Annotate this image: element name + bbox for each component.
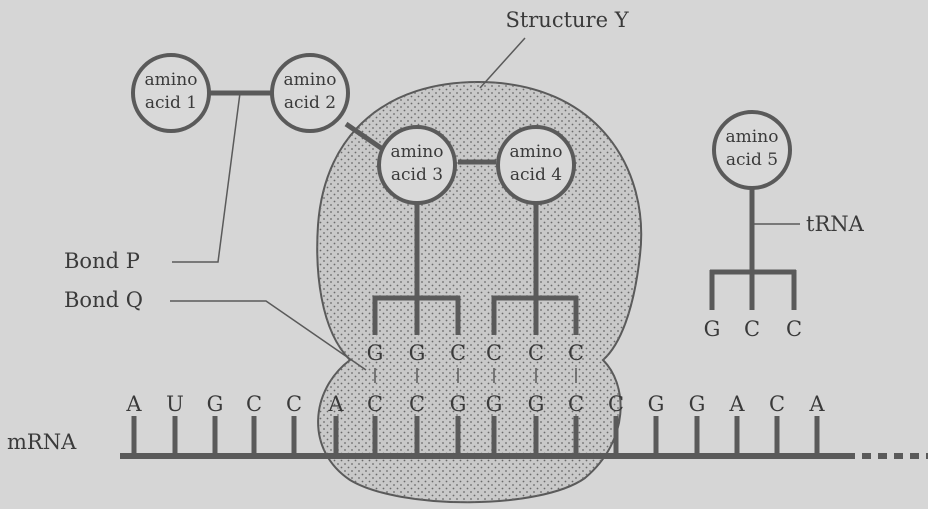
bond-p-pointer <box>172 92 241 263</box>
peptide-bond-2-3 <box>344 121 386 153</box>
anticodon-letters: G G C C C C <box>367 341 584 365</box>
amino-acid-1: amino acid 1 <box>131 53 211 133</box>
mrna-base: A <box>327 392 344 416</box>
mrna-base: A <box>728 392 745 416</box>
ribosome-dots <box>317 82 642 503</box>
mrna-base: C <box>568 392 584 416</box>
mrna-base: G <box>207 392 224 416</box>
anticodon-base: C <box>450 341 466 365</box>
anticodon-base: G <box>367 341 384 365</box>
amino-acid-3: amino acid 3 <box>377 125 457 205</box>
amino-acid-2-line2: acid 2 <box>284 93 336 113</box>
amino-acid-5-line1: amino <box>726 127 779 147</box>
amino-acid-1-line2: acid 1 <box>145 93 197 113</box>
mrna-base: A <box>808 392 825 416</box>
anticodon-base: C <box>568 341 584 365</box>
amino-acid-1-line1: amino <box>145 70 198 90</box>
mrna-base: C <box>769 392 785 416</box>
amino-acid-3-line1: amino <box>391 142 444 162</box>
amino-acid-3-line2: acid 3 <box>391 165 443 185</box>
free-anticodon-base: C <box>744 317 760 341</box>
amino-acid-5-line2: acid 5 <box>726 150 778 170</box>
anticodon-base: G <box>409 341 426 365</box>
amino-acid-4-line2: acid 4 <box>510 165 562 185</box>
mrna-base: G <box>689 392 706 416</box>
free-anticodon-base: G <box>704 317 721 341</box>
free-trna <box>709 185 800 310</box>
mrna-base: G <box>528 392 545 416</box>
free-trna-anticodon: G C C <box>704 317 802 341</box>
mrna-base: C <box>608 392 624 416</box>
base-pair-ticks <box>374 368 577 383</box>
mrna-base: G <box>450 392 467 416</box>
mrna-base: A <box>125 392 142 416</box>
ribosome <box>316 80 643 504</box>
amino-acid-4: amino acid 4 <box>496 125 576 205</box>
structure-y-label: Structure Y <box>505 8 629 32</box>
mrna-base: C <box>286 392 302 416</box>
mrna-base: G <box>648 392 665 416</box>
trna-1 <box>372 200 461 335</box>
anticodon-base: C <box>486 341 502 365</box>
mrna-base: C <box>367 392 383 416</box>
mrna-base: C <box>246 392 262 416</box>
structure-y-pointer <box>479 37 526 89</box>
amino-acid-2: amino acid 2 <box>270 53 350 133</box>
mrna-base: G <box>486 392 503 416</box>
mrna-base: C <box>409 392 425 416</box>
bond-p-label: Bond P <box>64 249 140 273</box>
mrna-label: mRNA <box>7 430 77 454</box>
anticodon-base: C <box>528 341 544 365</box>
trna-label: tRNA <box>806 212 865 236</box>
amino-acid-2-line1: amino <box>284 70 337 90</box>
bond-q-label: Bond Q <box>64 288 143 312</box>
mrna-base: U <box>166 392 184 416</box>
free-anticodon-base: C <box>786 317 802 341</box>
trna-2 <box>491 200 579 335</box>
amino-acid-4-line1: amino <box>510 142 563 162</box>
amino-acid-5: amino acid 5 <box>712 110 792 190</box>
bond-q-pointer <box>170 300 367 371</box>
